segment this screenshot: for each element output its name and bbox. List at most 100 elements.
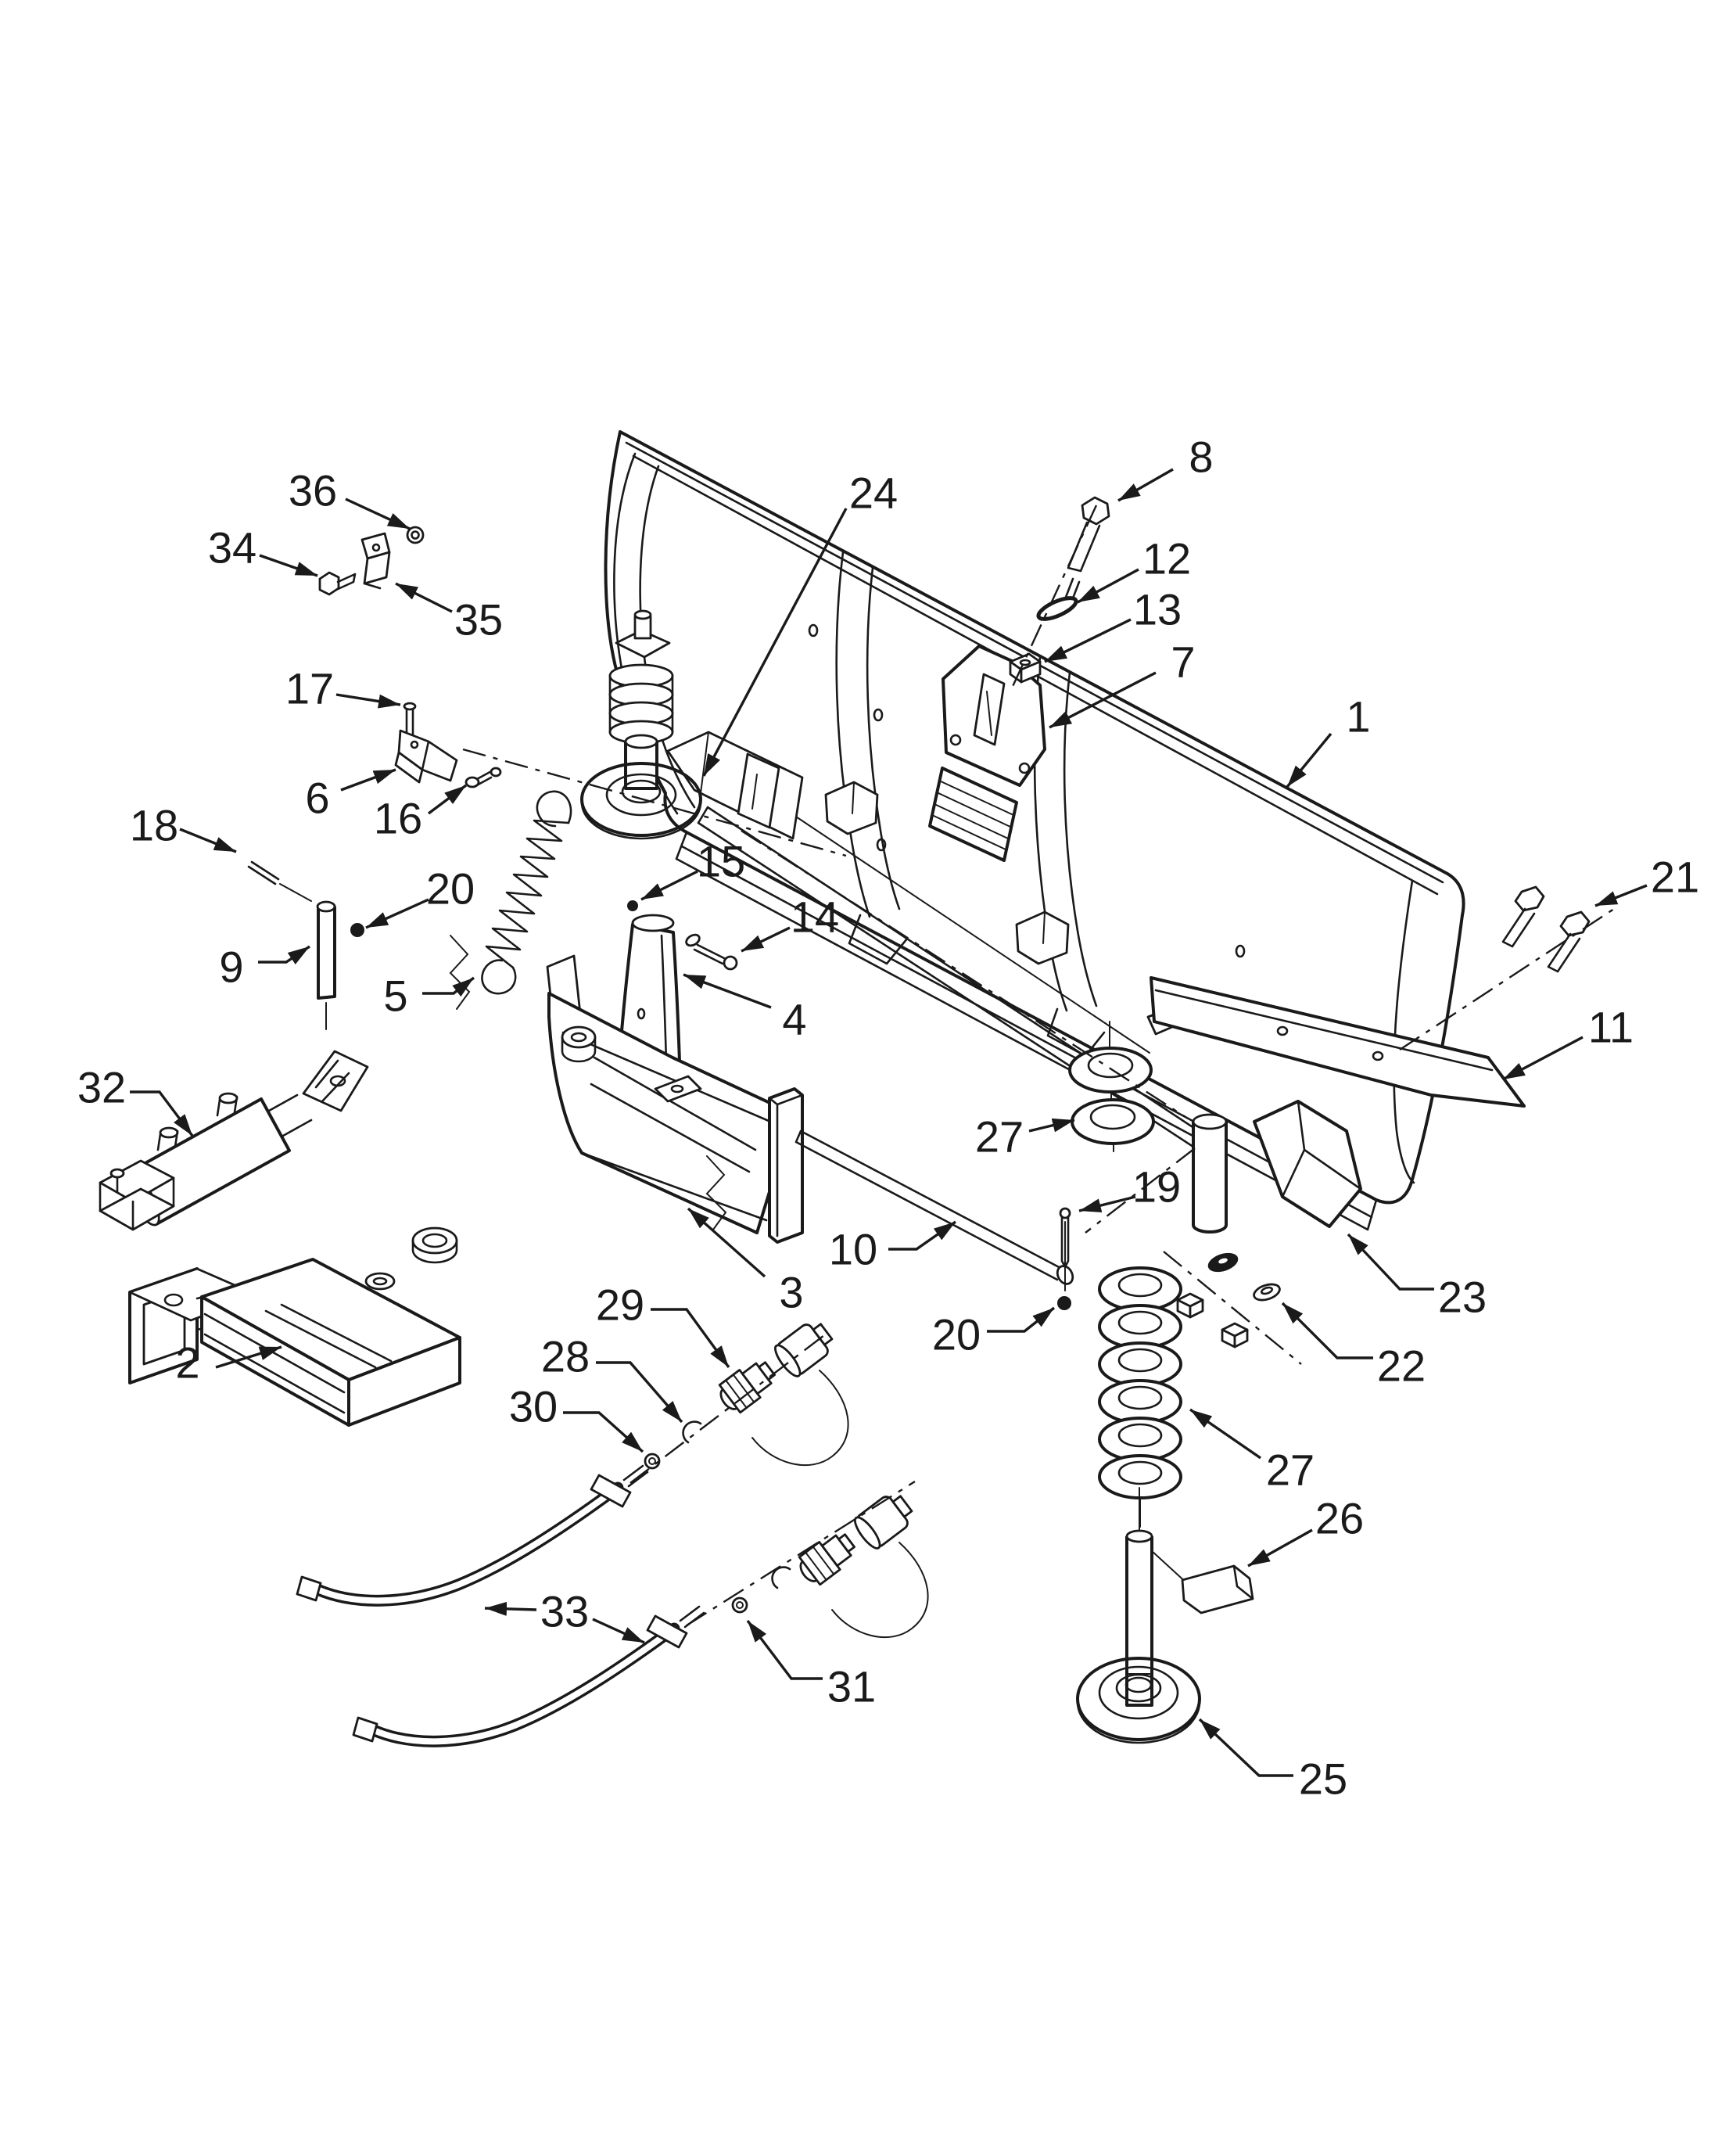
part-number-26: 26 (1315, 1494, 1364, 1543)
leader-line (746, 1619, 823, 1680)
push-frame (128, 1226, 461, 1427)
caster-foot-25 (1076, 1487, 1201, 1744)
leader-line (345, 497, 411, 530)
part-number-18: 18 (130, 801, 178, 850)
hose-1 (296, 1464, 649, 1607)
lift-spring (481, 790, 572, 995)
callout-31: 31 (746, 1619, 876, 1711)
leader-line (179, 828, 237, 853)
leader-line (395, 582, 453, 613)
callout-2: 2 (175, 1338, 282, 1388)
callout-32: 32 (77, 1063, 194, 1137)
leader-line (130, 1090, 194, 1137)
leader-line (335, 693, 401, 709)
o-ring-31 (731, 1596, 748, 1614)
leader-line (259, 554, 318, 577)
part-number-17: 17 (285, 664, 334, 713)
part-number-34: 34 (208, 523, 256, 573)
leader-line (215, 1345, 282, 1369)
part-number-28: 28 (541, 1332, 590, 1381)
part-number-20: 20 (932, 1310, 981, 1359)
part-number-9: 9 (219, 943, 243, 992)
part-number-12: 12 (1142, 534, 1191, 584)
callout-23: 23 (1347, 1233, 1487, 1322)
blade-decal (928, 767, 1018, 862)
part-number-31: 31 (827, 1662, 876, 1711)
cutting-edge (1150, 976, 1526, 1108)
leader-line (484, 1601, 537, 1616)
leader-line (1347, 1233, 1434, 1291)
callout-34: 34 (208, 523, 318, 577)
corner-brace (1253, 1100, 1362, 1228)
leader-line (1044, 618, 1132, 663)
part-number-36: 36 (289, 466, 337, 515)
pin-19 (1059, 1207, 1071, 1291)
washer-stack-27 (1098, 1266, 1182, 1528)
break-marks (449, 935, 727, 1230)
part-number-11: 11 (1588, 1003, 1634, 1052)
callout-35: 35 (395, 582, 503, 645)
leader-line (422, 976, 475, 997)
leader-line (1189, 1408, 1261, 1460)
washers-27-upper (1068, 1021, 1155, 1152)
part-number-23: 23 (1438, 1273, 1487, 1322)
callout-8: 8 (1117, 433, 1214, 502)
part-number-3: 3 (779, 1268, 803, 1317)
o-ring-30 (644, 1453, 661, 1470)
part-number-6: 6 (305, 774, 329, 823)
leader-line (258, 945, 310, 965)
leader-line (340, 768, 396, 792)
callout-24: 24 (702, 469, 898, 777)
part-number-7: 7 (1171, 637, 1195, 687)
callout-14: 14 (741, 892, 839, 953)
leader-line (1502, 1036, 1584, 1081)
callout-36: 36 (289, 466, 411, 530)
callout-19: 19 (1078, 1162, 1181, 1212)
hydraulic-cylinder (99, 1050, 369, 1231)
leader-line (592, 1618, 645, 1644)
part-number-21: 21 (1651, 853, 1699, 902)
leader-line (427, 784, 468, 815)
callout-21: 21 (1594, 853, 1699, 907)
callout-7: 7 (1049, 637, 1196, 729)
callout-11: 11 (1502, 1003, 1634, 1081)
bolt-16 (464, 767, 502, 788)
part-number-14: 14 (791, 892, 839, 942)
part-number-2: 2 (175, 1338, 199, 1388)
leader-line (365, 898, 429, 929)
bolts-21 (1501, 885, 1591, 973)
part-number-1: 1 (1346, 692, 1370, 742)
part-number-5: 5 (383, 971, 407, 1021)
callout-26: 26 (1247, 1494, 1364, 1568)
part-number-8: 8 (1189, 433, 1213, 482)
leader-line (1286, 732, 1332, 788)
centerlines (462, 505, 1619, 1627)
part-number-35: 35 (454, 595, 503, 645)
callout-1: 1 (1286, 692, 1371, 788)
part-number-13: 13 (1133, 585, 1182, 634)
callout-17: 17 (285, 664, 401, 713)
cone-washer-22 (1253, 1283, 1281, 1302)
leader-line (1049, 671, 1157, 729)
pin-18 (247, 860, 312, 902)
pin-9 (316, 900, 336, 1030)
callout-3: 3 (687, 1207, 804, 1317)
callout-27: 27 (1189, 1408, 1315, 1495)
part-number-33: 33 (540, 1587, 589, 1636)
callout-layer: 1234567891011121314151617181920202122232… (77, 433, 1699, 1804)
leader-line (1077, 568, 1139, 604)
dust-plug-1 (774, 1323, 834, 1377)
clip-2 (771, 1566, 791, 1589)
callout-6: 6 (305, 768, 396, 823)
callout-28: 28 (541, 1332, 683, 1424)
callout-29: 29 (596, 1280, 730, 1369)
callout-18: 18 (130, 801, 237, 853)
leader-line (888, 1220, 956, 1251)
lanyard-1 (751, 1370, 849, 1467)
nut-13-upper (1009, 652, 1042, 684)
callout-20: 20 (932, 1306, 1056, 1359)
callout-30: 30 (509, 1382, 644, 1453)
part-number-15: 15 (697, 837, 745, 886)
callout-25: 25 (1198, 1718, 1347, 1804)
leader-line (596, 1361, 683, 1424)
